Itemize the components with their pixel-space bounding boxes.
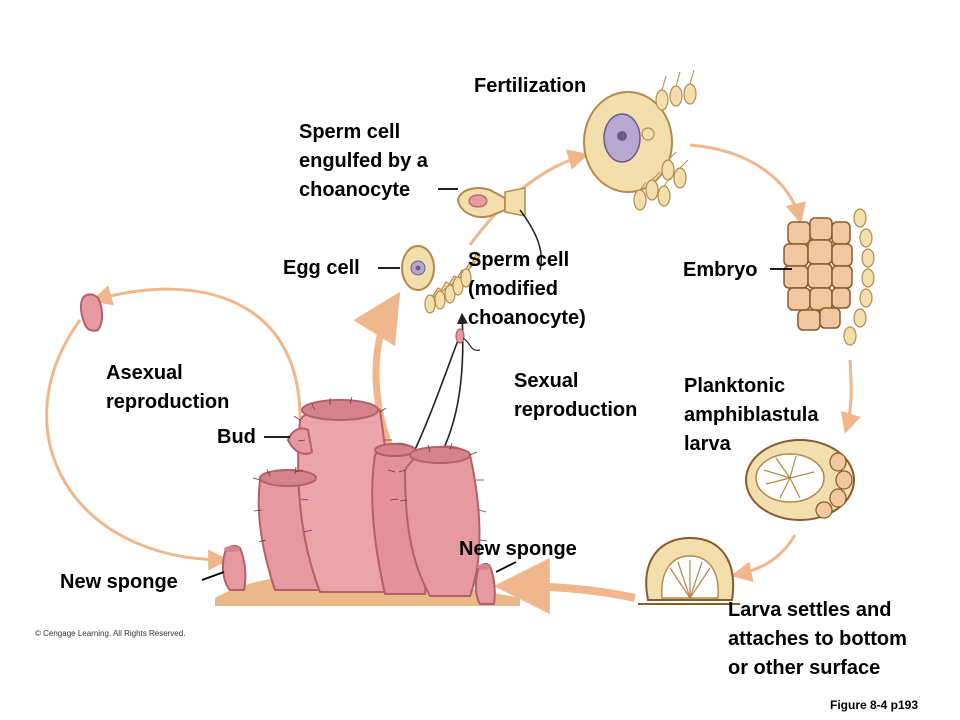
sperm-cell-label: Sperm cell (modified choanocyte) [468,249,586,329]
to-new-sponge-arrow [493,558,636,615]
egg-release-arrow [353,291,401,457]
bud-detached [79,293,104,332]
fertilization-illustration [583,69,697,211]
sponge-spicules [252,396,488,543]
egg-cell-illustration [401,245,435,291]
sperm-release-arrow-2 [409,329,463,461]
planktonic-larva-label: Planktonic amphiblastula larva [684,375,819,455]
choanocyte-row [424,253,481,314]
sponge-osculum-1 [301,399,379,421]
larva-illustration [745,439,855,521]
new-sponge-left [221,544,247,591]
sponge-osculum-2 [259,469,317,487]
figure-reference: Figure 8-4 p193 [830,698,919,712]
new-sponge-left-label: New sponge [60,571,178,593]
sponge-osculum-3 [374,443,416,457]
asexual-cycle-arrow [90,285,302,419]
new-sponge-center-label: New sponge [459,538,577,560]
engulfing-choanocyte-illustration [456,187,542,271]
sperm-cell-illustration [455,328,481,351]
embryo-label: Embryo [683,259,758,281]
sponge-osculum-4 [409,446,471,464]
bud-shape [286,427,314,455]
fertilization-label: Fertilization [474,75,587,97]
to-larva-arrow [840,359,861,435]
embryo-flagellated-cells [843,208,875,346]
asexual-return-arrow [45,319,230,571]
to-fertilization-arrow [468,149,590,246]
new-sponge-center [474,562,496,605]
settled-larva-illustration [638,536,740,605]
sperm-engulfed-label: Sperm cell engulfed by a choanocyte [299,121,428,201]
larva-settles-label: Larva settles and attaches to bottom or … [728,599,907,679]
asexual-reproduction-label: Asexual reproduction [106,362,230,413]
sexual-reproduction-label: Sexual reproduction [514,370,638,421]
egg-cell-label: Egg cell [283,257,360,279]
adult-sponge [257,399,481,597]
to-settled-larva-arrow [730,534,797,582]
leader-lines [201,188,792,581]
embryo-illustration [783,217,853,331]
to-embryo-arrow [689,143,807,225]
bud-label: Bud [217,426,256,448]
copyright-notice: © Cengage Learning. All Rights Reserved. [35,629,186,638]
